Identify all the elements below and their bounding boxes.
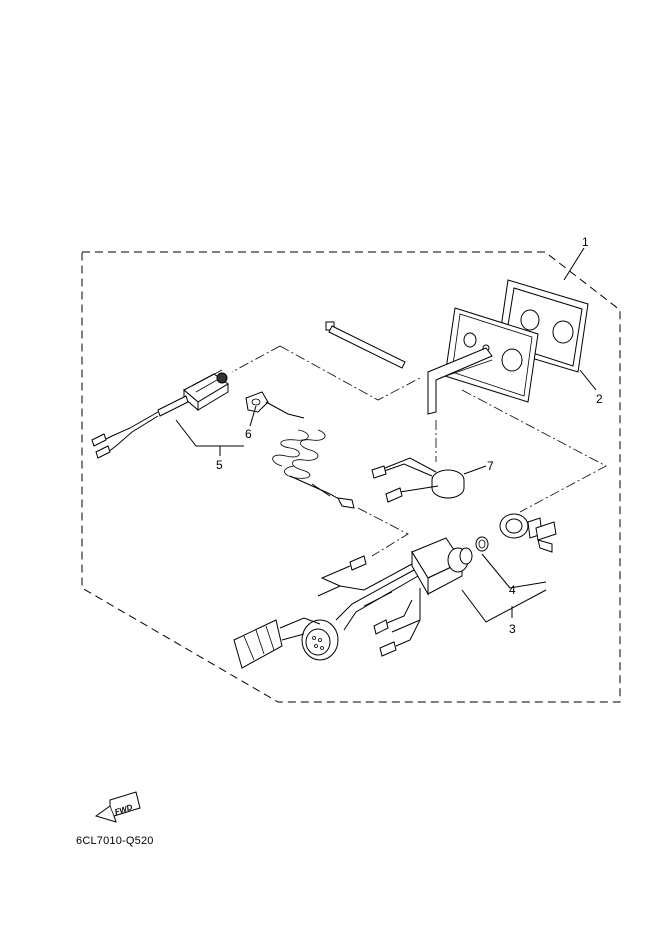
- callout-3-bracket: [461, 589, 547, 623]
- assembly-line-b: [231, 345, 281, 373]
- stop-switch: [91, 369, 229, 459]
- lanyard: [245, 391, 355, 509]
- callout-4-bracket: [481, 553, 547, 589]
- assembly-line-c: [461, 389, 607, 513]
- key-switch: [475, 513, 557, 553]
- callout-2-leader: [579, 369, 597, 391]
- callout-3: 3: [509, 622, 516, 636]
- main-harness: [233, 537, 473, 669]
- callout-4: 4: [509, 583, 516, 597]
- callout-5-bracket: [175, 419, 244, 447]
- callout-7: 7: [487, 459, 494, 473]
- buzzer: [371, 457, 465, 503]
- fwd-arrow-icon: FWD: [94, 791, 141, 823]
- assembly-boundary: [81, 251, 621, 703]
- callout-7-leader: [463, 465, 487, 475]
- assembly-line-a: [279, 345, 421, 401]
- callout-2: 2: [596, 392, 603, 406]
- callout-6: 6: [245, 427, 252, 441]
- bracket: [427, 347, 493, 415]
- callout-1: 1: [582, 235, 589, 249]
- cable-tie: [325, 321, 406, 369]
- callout-1-leader: [563, 247, 585, 281]
- drawing-code: 6CL7010-Q520: [76, 835, 154, 847]
- assembly-line-e: [357, 507, 409, 557]
- callout-6-leader: [249, 405, 257, 427]
- callout-5: 5: [216, 458, 223, 472]
